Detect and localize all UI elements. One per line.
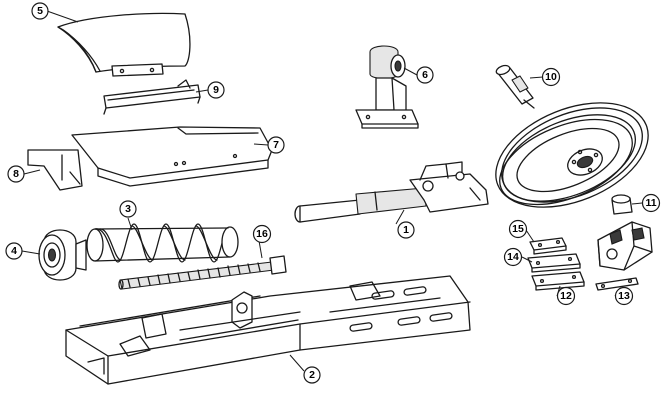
part-2-frame (65, 275, 471, 385)
yoke-block (597, 221, 653, 271)
callout-9: 9 (207, 81, 225, 99)
callout-3: 3 (119, 200, 137, 218)
part-10-pin (495, 64, 535, 109)
callout-9-label: 9 (213, 84, 219, 96)
callout-16-label: 16 (256, 228, 268, 240)
part-5-cover (57, 12, 191, 77)
part-4-collar (38, 229, 87, 281)
callout-1-label: 1 (403, 224, 409, 236)
callout-4-label: 4 (11, 245, 17, 257)
callout-3-label: 3 (125, 203, 131, 215)
callout-4: 4 (5, 242, 23, 260)
leader-15 (525, 229, 535, 243)
callout-6-label: 6 (422, 69, 428, 81)
part-9-bracket (103, 79, 201, 115)
leader-8 (23, 169, 41, 175)
callout-11: 11 (641, 193, 661, 213)
callout-14-label: 14 (507, 251, 519, 263)
part-15-plate (529, 237, 567, 255)
leader-1 (395, 209, 405, 225)
leader-6 (403, 67, 418, 76)
part-7-cover-plate (71, 126, 273, 187)
callout-13: 13 (614, 286, 634, 306)
callout-13-label: 13 (618, 290, 630, 302)
callout-10: 10 (541, 67, 561, 87)
part-3-spring (86, 223, 239, 263)
callout-15-label: 15 (512, 223, 524, 235)
callout-7: 7 (267, 136, 285, 154)
leader-7 (253, 143, 269, 146)
callout-5: 5 (31, 2, 49, 20)
callout-12: 12 (556, 286, 576, 306)
callout-2-label: 2 (309, 369, 315, 381)
callout-10-label: 10 (545, 71, 557, 83)
callout-7-label: 7 (273, 139, 279, 151)
leader-4 (21, 250, 41, 255)
part-11-bushing (611, 194, 633, 215)
callout-5-label: 5 (37, 5, 43, 17)
part-1-cylinder (294, 161, 489, 223)
callout-8-label: 8 (13, 168, 19, 180)
callout-14: 14 (503, 247, 523, 267)
callout-1: 1 (397, 221, 415, 239)
leader-2 (289, 354, 305, 372)
leader-10 (529, 76, 544, 79)
callout-2: 2 (303, 366, 321, 384)
leader-14 (521, 256, 533, 263)
callout-11-label: 11 (645, 197, 656, 209)
leader-5 (46, 10, 79, 23)
callout-15: 15 (508, 219, 528, 239)
leader-3 (127, 217, 133, 231)
idler-wheel (495, 102, 649, 208)
part-16-threaded-rod (118, 255, 287, 290)
callout-8: 8 (7, 165, 25, 183)
part-13-strip (595, 277, 639, 291)
callout-12-label: 12 (560, 290, 572, 302)
callout-6: 6 (416, 66, 434, 84)
part-6-pillow-block (355, 45, 419, 129)
part-12-plate (531, 271, 585, 291)
callout-16: 16 (252, 224, 272, 244)
leader-9 (195, 89, 209, 93)
leader-11 (631, 202, 643, 205)
part-8-end-bracket (27, 149, 83, 191)
part-14-plate (527, 253, 581, 273)
